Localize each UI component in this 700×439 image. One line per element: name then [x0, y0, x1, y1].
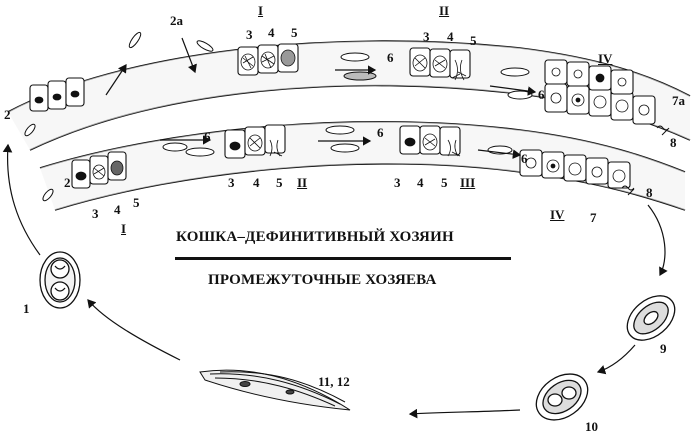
- stage-bot-I: I: [121, 221, 127, 236]
- label-5-bot-II: 5: [276, 175, 283, 190]
- epithelial-cells-lower: [71, 124, 631, 189]
- label-3-bot-III: 3: [394, 175, 401, 190]
- label-6-mid-a: 6: [204, 129, 211, 144]
- label-6-mid-c: 6: [521, 151, 528, 166]
- label-4-bot-II: 4: [253, 175, 260, 190]
- label-3-top-I: 3: [246, 27, 253, 42]
- label-5-top-II: 5: [470, 33, 477, 48]
- microgametes: [621, 125, 670, 196]
- label-8-bot: 8: [646, 185, 653, 200]
- stage-top-II: II: [439, 3, 450, 18]
- muscle-tissue-with-cysts: [199, 369, 351, 411]
- label-1: 1: [23, 301, 30, 316]
- label-2a: 2а: [170, 13, 183, 28]
- label-3-bot-II: 3: [228, 175, 235, 190]
- label-9: 9: [660, 341, 667, 356]
- heading-definitive-host: КОШКА–ДЕФИНИТИВНЫЙ ХОЗЯИН: [176, 229, 454, 245]
- label-5-bot-III: 5: [441, 175, 448, 190]
- label-10: 10: [585, 419, 598, 434]
- label-2-left: 2: [4, 107, 11, 122]
- label-4-top-I: 4: [268, 25, 275, 40]
- label-4-bot-I: 4: [114, 202, 121, 217]
- label-6-top-b: 6: [538, 87, 545, 102]
- label-5-bot-I: 5: [133, 195, 140, 210]
- stage-bot-III: III: [460, 175, 476, 190]
- label-11-12: 11, 12: [318, 374, 350, 389]
- label-2-inner: 2: [64, 175, 71, 190]
- label-6-top-a: 6: [387, 50, 394, 65]
- label-4-bot-III: 4: [417, 175, 424, 190]
- stage-top-IV: IV: [598, 51, 613, 66]
- oocyst-1: [39, 251, 81, 309]
- heading-divider: [175, 257, 511, 260]
- label-3-bot-I: 3: [92, 206, 99, 221]
- heading-intermediate-hosts: ПРОМЕЖУТОЧНЫЕ ХОЗЯЕВА: [208, 272, 437, 288]
- label-7: 7: [590, 210, 597, 225]
- parasite-stages-lower: [75, 133, 626, 183]
- cycle-arrows: [2, 143, 668, 419]
- stage-bot-IV: IV: [550, 207, 565, 222]
- parasite-stages-upper: [34, 49, 650, 116]
- stage-top-I: I: [258, 3, 264, 18]
- oocyst-10: [535, 373, 589, 421]
- stage-bot-II: II: [297, 175, 308, 190]
- flow-arrows: [105, 37, 537, 159]
- label-6-mid-b: 6: [377, 125, 384, 140]
- free-merozoites: [24, 31, 533, 202]
- oocyst-9: [626, 295, 676, 341]
- label-8-top: 8: [670, 135, 677, 150]
- label-3-top-II: 3: [423, 29, 430, 44]
- label-5-top-I: 5: [291, 25, 298, 40]
- label-4-top-II: 4: [447, 29, 454, 44]
- label-7a: 7а: [672, 93, 685, 108]
